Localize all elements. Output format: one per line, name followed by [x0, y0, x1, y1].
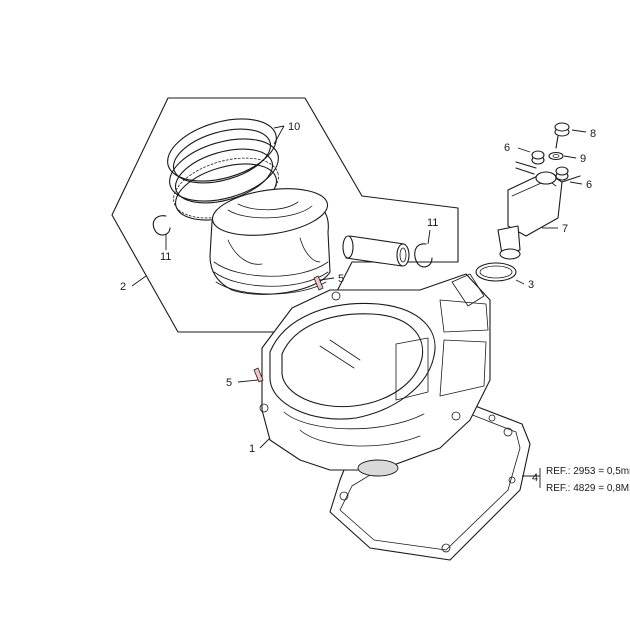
- dowel-pin-lower: [253, 367, 264, 383]
- callout-2: 2: [120, 281, 126, 293]
- circlip-left: [152, 215, 171, 236]
- chain-tensioner: [497, 171, 563, 260]
- cylinder: [259, 273, 491, 477]
- piston-pin: [342, 235, 410, 267]
- callout-1: 1: [249, 443, 255, 455]
- gasket-ref-2: REF.: 4829 = 0,8MM: [546, 483, 630, 494]
- callout-3: 3: [528, 279, 534, 291]
- callout-5-upper: 5: [338, 273, 344, 285]
- piston: [209, 188, 331, 295]
- dowel-pin-upper: [313, 275, 324, 291]
- callout-5-lower: 5: [226, 377, 232, 389]
- callout-6-left: 6: [504, 142, 510, 154]
- bolt-right: [555, 166, 581, 183]
- gasket-ref-1: REF.: 2953 = 0,5mm: [546, 466, 630, 477]
- callout-7: 7: [562, 223, 568, 235]
- callout-11-left: 11: [160, 251, 171, 263]
- callout-8: 8: [590, 128, 596, 140]
- sealing-washer: [548, 151, 564, 161]
- callout-9: 9: [580, 153, 586, 165]
- circlip-right: [414, 243, 433, 268]
- bolt-left: [515, 150, 545, 175]
- callout-11-right: 11: [427, 217, 438, 229]
- bolt-top: [554, 122, 570, 149]
- callout-4: 4: [532, 472, 538, 484]
- leader-lines: [131, 125, 587, 488]
- tensioner-o-ring: [475, 262, 517, 282]
- callout-10: 10: [288, 121, 300, 133]
- callout-6-right: 6: [586, 179, 592, 191]
